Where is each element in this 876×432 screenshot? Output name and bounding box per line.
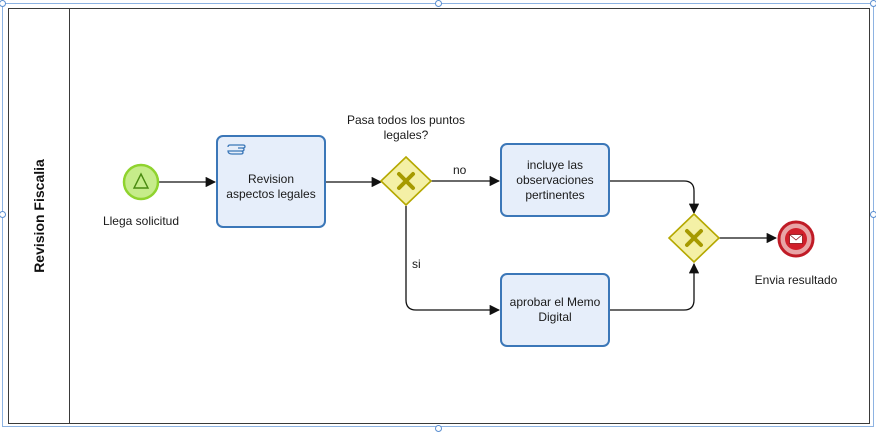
- flow-decision-yes[interactable]: [405, 206, 501, 316]
- manual-task-hand-icon: [227, 144, 246, 155]
- end-event[interactable]: [777, 220, 815, 258]
- task-revision-legal-label: Revision aspectos legales: [226, 171, 316, 201]
- exclusive-x-icon: [397, 172, 415, 190]
- flow-include-to-merge[interactable]: [609, 180, 700, 215]
- resize-handle-top-right[interactable]: [870, 0, 876, 7]
- resize-handle-top-left[interactable]: [0, 0, 6, 7]
- exclusive-x-icon: [685, 229, 703, 247]
- resize-handle-left[interactable]: [0, 211, 6, 218]
- flow-yes-label: si: [412, 257, 421, 271]
- decision-gateway[interactable]: [379, 155, 433, 207]
- start-event[interactable]: [122, 163, 160, 201]
- envelope-icon: [789, 234, 803, 244]
- end-event-label: Envia resultado: [754, 273, 838, 287]
- task-incluye-observaciones-label: incluye las observaciones pertinentes: [516, 157, 594, 202]
- task-aprobar-memo[interactable]: aprobar el Memo Digital: [500, 273, 610, 347]
- flow-approve-to-merge[interactable]: [609, 262, 700, 311]
- task-aprobar-memo-label: aprobar el Memo Digital: [509, 295, 601, 324]
- start-event-label: Llega solicitud: [102, 214, 180, 228]
- flow-no-label: no: [453, 163, 467, 177]
- triangle-icon: [132, 172, 150, 189]
- resize-handle-top[interactable]: [435, 0, 442, 7]
- task-incluye-observaciones[interactable]: incluye las observaciones pertinentes: [500, 143, 610, 217]
- gateway-question-label: Pasa todos los puntos legales?: [346, 113, 466, 142]
- merge-gateway[interactable]: [667, 212, 721, 264]
- task-revision-legal[interactable]: Revision aspectos legales: [216, 135, 326, 228]
- pool[interactable]: [8, 8, 870, 424]
- lane-header[interactable]: [8, 8, 70, 424]
- resize-handle-right[interactable]: [870, 211, 876, 218]
